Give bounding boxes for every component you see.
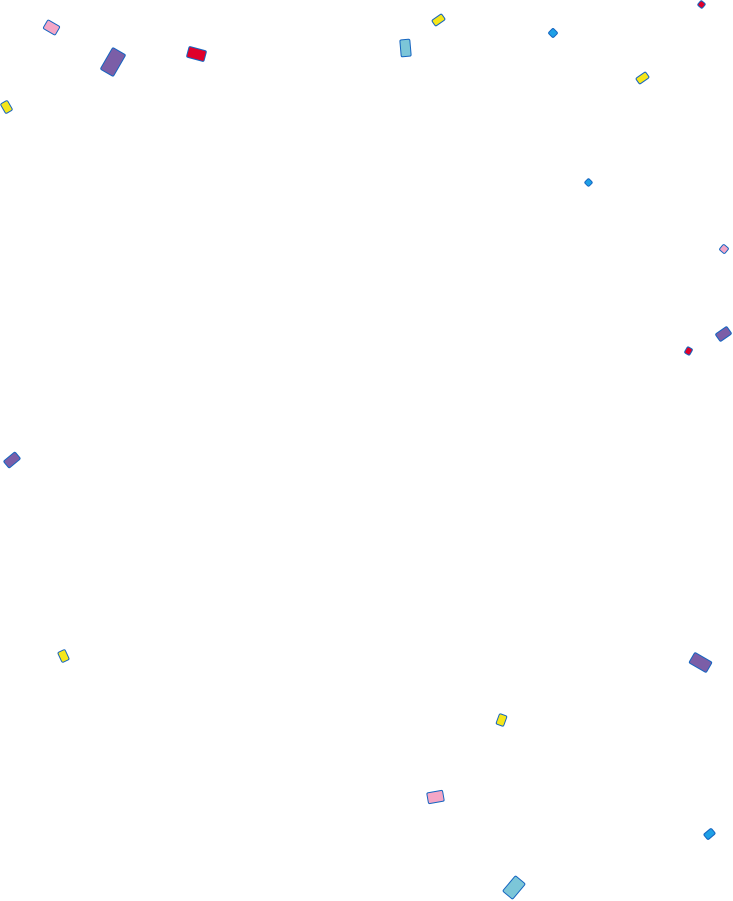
confetti-piece: [0, 99, 14, 115]
confetti-piece: [501, 874, 527, 901]
confetti-piece: [56, 648, 71, 664]
confetti-piece: [634, 70, 651, 86]
confetti-piece: [399, 38, 412, 58]
confetti-piece: [696, 0, 707, 10]
confetti-piece: [718, 243, 730, 255]
confetti-piece: [683, 345, 694, 357]
confetti-piece: [714, 325, 733, 343]
confetti-piece: [42, 18, 61, 37]
confetti-piece: [583, 177, 594, 188]
confetti-piece: [495, 712, 508, 728]
confetti-piece: [185, 45, 208, 63]
confetti-piece: [547, 27, 559, 39]
confetti-piece: [426, 789, 445, 805]
confetti-piece: [702, 827, 717, 841]
confetti-piece: [430, 12, 447, 28]
confetti-piece: [688, 651, 713, 674]
confetti-piece: [99, 46, 127, 78]
confetti-piece: [2, 451, 22, 469]
